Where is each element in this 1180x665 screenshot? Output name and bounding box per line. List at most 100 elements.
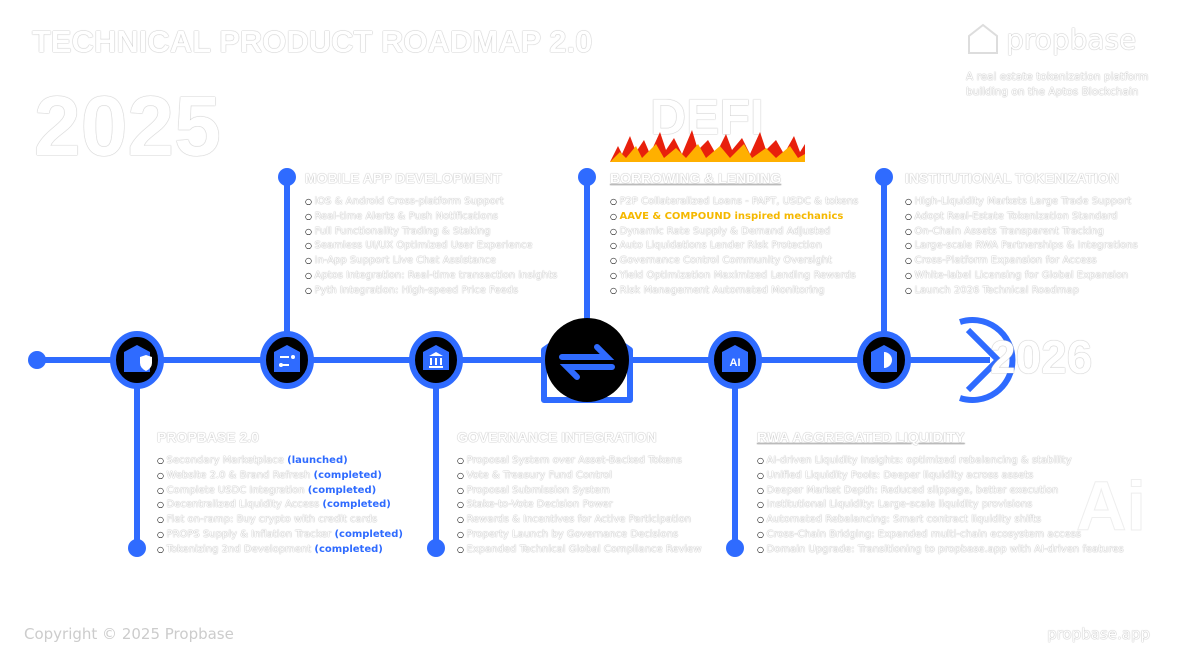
item-text: Launch 2026 Technical Roadmap: [914, 284, 1079, 296]
section-mobile: MOBILE APP DEVELOPMENT iOS & Android Cros…: [305, 170, 557, 299]
list-item: Vote & Treasury Fund Control: [457, 469, 702, 484]
item-text: High-Liquidity Markets Large Trade Suppo…: [914, 196, 1132, 207]
item-text: Risk Management Automated Monitoring: [619, 284, 825, 296]
section-list: iOS & Android Cross-platform SupportReal…: [305, 195, 558, 299]
status-badge: (completed): [314, 543, 383, 555]
section-governance: GOVERNANCE INTEGRATION Proposal System ov…: [457, 429, 702, 558]
bank-house-icon: [409, 331, 463, 389]
item-text: Governance Control Community Oversight: [619, 255, 833, 267]
list-item: Adopt Real-Estate Tokenization Standard: [905, 210, 1138, 225]
section-list: AI-driven Liquidity Insights: optimized …: [757, 454, 1124, 558]
item-text: Decentralized Liquidity Access: [166, 499, 323, 511]
list-item: Fiat on-ramp: Buy crypto with credit car…: [157, 513, 403, 528]
status-badge: (completed): [307, 484, 377, 496]
section-title: RWA AGGREGATED LIQUIDITY: [757, 429, 965, 445]
item-text: Institutional Liquidity: Large-scale liq…: [766, 499, 1033, 511]
list-item: Large-scale RWA Partnerships & Integrati…: [905, 239, 1138, 254]
section-title: GOVERNANCE INTEGRATION: [457, 429, 657, 445]
list-item: Full Functionality Trading & Staking: [305, 225, 557, 240]
next-year-label: 2026: [990, 331, 1093, 383]
item-text: Property Launch by Governance Decisions: [466, 528, 679, 540]
list-item: P2P Collateralized Loans - PAPT, USDC & …: [610, 195, 859, 210]
section-title: PROPBASE 2.0: [157, 429, 259, 445]
section-title: MOBILE APP DEVELOPMENT: [305, 170, 502, 186]
list-item: High-Liquidity Markets Large Trade Suppo…: [905, 195, 1138, 210]
swap-house-icon: [260, 331, 314, 389]
section-list: P2P Collateralized Loans - PAPT, USDC & …: [610, 195, 859, 299]
item-text: Secondary Marketplace: [166, 455, 288, 466]
year-label: 2025: [34, 79, 221, 173]
item-text: AI-driven Liquidity Insights: optimized …: [766, 455, 1072, 466]
item-text: On-Chain Assets Transparent Tracking: [914, 225, 1104, 237]
list-item: AAVE & COMPOUND inspired mechanics: [610, 210, 858, 225]
item-text: Aptos Integration: Real-time transaction…: [314, 269, 558, 281]
item-text: Stake-to-Vote Decision Power: [466, 499, 613, 511]
list-item: Property Launch by Governance Decisions: [457, 528, 702, 543]
list-item: Institutional Liquidity: Large-scale liq…: [757, 498, 1124, 513]
status-badge: (completed): [313, 469, 382, 481]
list-item: Rewards & Incentives for Active Particip…: [457, 513, 702, 528]
list-item: Proposal System over Asset-Backed Tokens: [457, 454, 702, 469]
exchange-icon: [541, 317, 633, 403]
item-text: Dynamic Rate Supply & Demand Adjusted: [619, 225, 831, 237]
item-text: Website 2.0 & Brand Refresh: [166, 469, 314, 481]
list-item: Deeper Market Depth: Reduced slippage, b…: [757, 484, 1124, 499]
list-item: AI-driven Liquidity Insights: optimized …: [757, 454, 1124, 469]
item-text: iOS & Android Cross-platform Support: [314, 196, 504, 207]
item-text: Adopt Real-Estate Tokenization Standard: [914, 210, 1118, 222]
milestone-nodes: AI: [110, 317, 1016, 403]
section-institutional: INSTITUTIONAL TOKENIZATIONHigh-Liquidity…: [905, 170, 1138, 299]
item-text: Rewards & Incentives for Active Particip…: [466, 514, 692, 526]
status-badge: (completed): [334, 528, 403, 540]
list-item: Stake-to-Vote Decision Power: [457, 498, 702, 513]
ai-house-icon: AI: [708, 331, 762, 389]
item-text: Deeper Market Depth: Reduced slippage, b…: [766, 484, 1059, 496]
status-badge: (completed): [322, 499, 391, 511]
item-text: Proposal Submission System: [466, 484, 610, 496]
list-item: Cross-Chain Bridging: Expanded multi-cha…: [757, 528, 1124, 543]
list-item: Automated Rebalancing: Smart contract li…: [757, 513, 1124, 528]
list-item: Unified Liquidity Pools: Deeper liquidit…: [757, 469, 1124, 484]
section-list: Proposal System over Asset-Backed Tokens…: [457, 454, 702, 558]
item-text: Fiat on-ramp: Buy crypto with credit car…: [166, 514, 378, 526]
item-text: Cross-Platform Expansion for Access: [914, 255, 1097, 267]
section-list: Secondary Marketplace (launched) Website …: [157, 454, 403, 558]
item-text: Full Functionality Trading & Staking: [314, 225, 491, 237]
section-lending: BORROWING & LENDINGP2P Collateralized Lo…: [610, 170, 858, 299]
item-text: Pyth Integration: High-speed Price Feeds: [314, 284, 519, 296]
list-item: Expanded Technical Global Compliance Rev…: [457, 543, 702, 558]
item-text: Seamless UI/UX Optimized User Experience: [314, 240, 533, 252]
list-item: Auto Liquidations Lender Risk Protection: [610, 239, 858, 254]
status-badge: (launched): [287, 455, 348, 466]
arrow-2026-icon: [959, 317, 1016, 403]
list-item: Risk Management Automated Monitoring: [610, 284, 858, 299]
list-item: Pyth Integration: High-speed Price Feeds: [305, 284, 557, 299]
item-text: Tokenizing 2nd Development: [166, 543, 315, 555]
item-text: Large-scale RWA Partnerships & Integrati…: [914, 240, 1138, 252]
site-link[interactable]: propbase.app: [1047, 625, 1150, 643]
list-item: White-label Licensing for Global Expansi…: [905, 269, 1138, 284]
token-house-icon: [857, 331, 911, 389]
item-text: White-label Licensing for Global Expansi…: [914, 269, 1129, 281]
item-text: Automated Rebalancing: Smart contract li…: [766, 514, 1042, 526]
item-text: Domain Upgrade: Transitioning to propbas…: [766, 543, 1124, 555]
brand-tagline: A real estate tokenization platform buil…: [966, 71, 1149, 98]
list-item: Domain Upgrade: Transitioning to propbas…: [757, 543, 1124, 558]
item-text: Cross-Chain Bridging: Expanded multi-cha…: [766, 528, 1082, 540]
item-text: Auto Liquidations Lender Risk Protection: [619, 240, 822, 252]
item-text: In-App Support Live Chat Assistance: [314, 255, 497, 267]
section-rwa: RWA AGGREGATED LIQUIDITY AI-driven Liquid…: [757, 429, 1124, 558]
list-item: Governance Control Community Oversight: [610, 254, 858, 269]
list-item: Proposal Submission System: [457, 484, 702, 499]
list-item: Dynamic Rate Supply & Demand Adjusted: [610, 225, 858, 240]
svg-text:AI: AI: [730, 357, 741, 369]
item-text: Complete USDC Integration: [166, 484, 308, 496]
list-item: Decentralized Liquidity Access (complete…: [157, 498, 403, 513]
list-item: Launch 2026 Technical Roadmap: [905, 284, 1138, 299]
item-text: Yield Optimization Maximized Lending Rew…: [619, 269, 856, 281]
list-item: Real-time Alerts & Push Notifications: [305, 210, 557, 225]
list-item: Yield Optimization Maximized Lending Rew…: [610, 269, 858, 284]
list-item: On-Chain Assets Transparent Tracking: [905, 225, 1138, 240]
shield-house-icon: [110, 331, 164, 389]
